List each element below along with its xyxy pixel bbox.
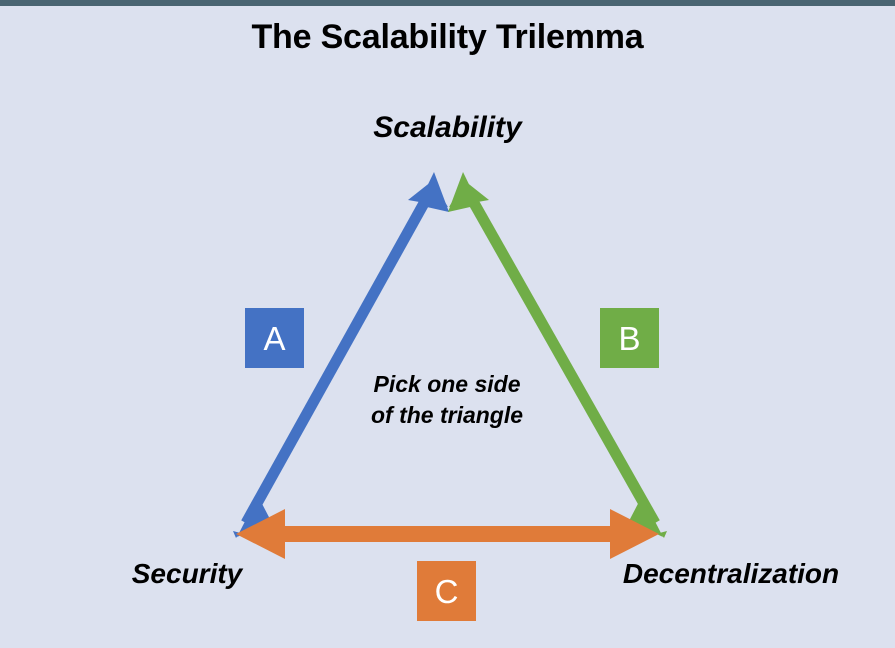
page-title: The Scalability Trilemma xyxy=(251,18,644,56)
center-instruction-line-2: of the triangle xyxy=(370,402,524,428)
side-badge-b[interactable]: B xyxy=(600,308,659,368)
top-accent-bar xyxy=(0,0,895,6)
vertex-label-scalability: Scalability xyxy=(373,111,522,144)
vertex-label-security: Security xyxy=(131,558,243,589)
center-instruction-note: Pick one side of the triangle xyxy=(297,369,597,431)
vertex-label-decentralization: Decentralization xyxy=(622,558,840,589)
center-instruction-line-1: Pick one side xyxy=(373,371,521,397)
arrow-orange-double-icon xyxy=(236,509,659,559)
side-badge-c[interactable]: C xyxy=(417,561,476,621)
side-badge-a[interactable]: A xyxy=(245,308,304,368)
arrow-blue-icon xyxy=(233,172,449,538)
